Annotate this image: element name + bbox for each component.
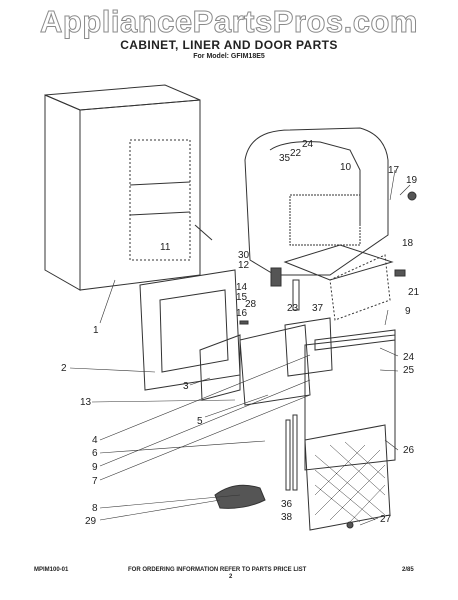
callout-35: 35 <box>279 153 291 164</box>
callout-22: 22 <box>290 148 302 159</box>
callout-23: 23 <box>287 303 299 314</box>
handle-drawing <box>214 484 266 509</box>
callout-4: 4 <box>92 435 98 446</box>
callout-28: 28 <box>245 299 257 310</box>
callout-15: 15 <box>236 292 248 303</box>
door-panel-drawing <box>304 329 396 471</box>
callout-9b: 9 <box>405 306 411 317</box>
callout-37: 37 <box>312 303 324 314</box>
callout-29: 29 <box>85 516 97 527</box>
callout-labels: 1 2 3 13 5 4 6 9 7 8 29 11 30 12 14 15 2… <box>61 139 420 527</box>
liner-drawing <box>244 127 394 281</box>
callout-11: 11 <box>160 242 171 253</box>
callout-30: 30 <box>238 250 250 261</box>
panel-21-drawing <box>329 254 391 321</box>
watermark: AppliancePartsPros.com <box>40 4 418 40</box>
footer-date: 2/85 <box>402 567 414 573</box>
callout-9: 9 <box>92 462 98 473</box>
callout-21: 21 <box>408 287 420 298</box>
callout-24: 24 <box>302 139 314 150</box>
diagram-subtitle: For Model: GFIM18E5 <box>193 53 265 60</box>
callout-12: 12 <box>238 260 250 271</box>
grille-drawing <box>304 424 391 531</box>
callout-19: 19 <box>406 175 418 186</box>
callout-8: 8 <box>92 503 98 514</box>
leader-lines <box>69 169 411 526</box>
callout-26: 26 <box>403 445 415 456</box>
callout-38: 38 <box>281 512 293 523</box>
callout-24b: 24 <box>403 352 415 363</box>
footer-page-number: 2 <box>229 574 233 580</box>
callout-13: 13 <box>80 397 92 408</box>
callout-7: 7 <box>92 476 98 487</box>
footer-note: FOR ORDERING INFORMATION REFER TO PARTS … <box>128 567 307 573</box>
callout-17: 17 <box>388 165 400 176</box>
diagram-title: CABINET, LINER AND DOOR PARTS <box>120 38 338 52</box>
callout-3: 3 <box>183 381 189 392</box>
hardware-drawing <box>239 191 417 529</box>
callout-27: 27 <box>380 514 392 525</box>
cabinet-drawing <box>44 84 213 291</box>
callout-16: 16 <box>236 308 248 319</box>
callout-36: 36 <box>281 499 293 510</box>
callout-5: 5 <box>197 416 203 427</box>
callout-6: 6 <box>92 448 98 459</box>
callout-2: 2 <box>61 363 67 374</box>
strips-drawing <box>285 414 298 491</box>
callout-10: 10 <box>340 162 352 173</box>
footer-doc-code: MPIM100-01 <box>34 567 69 573</box>
callout-18: 18 <box>402 238 414 249</box>
callout-25: 25 <box>403 365 415 376</box>
callout-1: 1 <box>93 325 99 336</box>
callout-14: 14 <box>236 282 248 293</box>
